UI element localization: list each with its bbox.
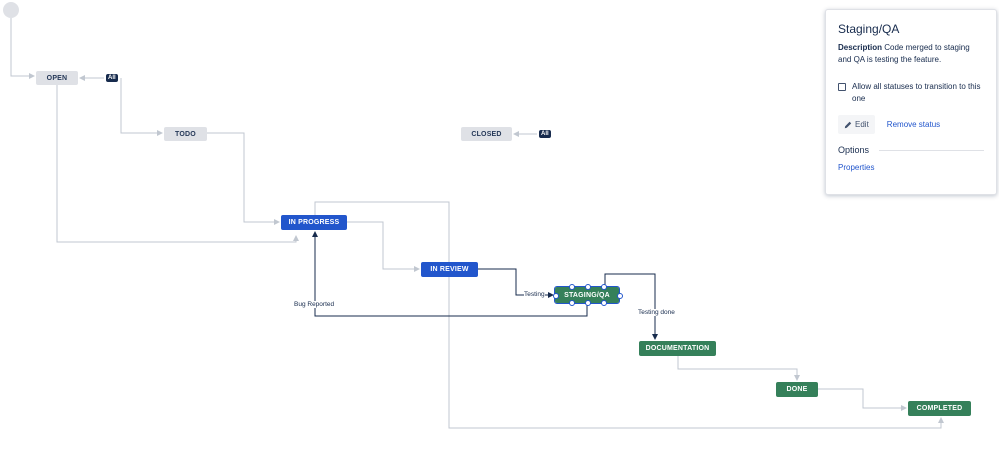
transition-label-bug-reported[interactable]: Bug Reported xyxy=(294,301,335,308)
status-todo[interactable]: TODO xyxy=(164,127,207,141)
connection-handle-top-center[interactable] xyxy=(585,284,591,290)
options-heading: Options xyxy=(838,145,870,155)
connection-handle-right[interactable] xyxy=(617,293,623,299)
connection-handle-top-right[interactable] xyxy=(601,284,607,290)
edge-documentation-done xyxy=(677,356,800,381)
edit-button-label: Edit xyxy=(855,120,869,129)
edge-todo-inprogress xyxy=(207,132,280,225)
status-closed[interactable]: CLOSED xyxy=(461,127,512,141)
edge-done-completed xyxy=(818,388,907,411)
connection-handle-top-left[interactable] xyxy=(569,284,575,290)
edge-staging-documentation xyxy=(604,273,658,340)
status-done[interactable]: DONE xyxy=(776,382,818,397)
edge-staging-inprogress xyxy=(312,231,588,317)
edge-start-open xyxy=(10,18,35,79)
status-completed[interactable]: COMPLETED xyxy=(908,401,971,416)
status-staging-qa[interactable]: STAGING/QA xyxy=(554,286,620,304)
description-label: Description xyxy=(838,43,883,52)
options-divider xyxy=(879,149,984,151)
all-transition-badge-open[interactable]: All xyxy=(106,74,118,82)
options-section-header: Options xyxy=(838,145,984,155)
edge-inprogress-completed xyxy=(314,201,944,429)
edge-open-todo xyxy=(120,78,163,136)
description-text: Code merged to staging and QA is testing… xyxy=(838,43,970,64)
start-node[interactable] xyxy=(3,2,19,18)
status-properties-panel: Staging/QA Description Code merged to st… xyxy=(825,9,997,195)
panel-title: Staging/QA xyxy=(838,22,900,36)
status-documentation[interactable]: DOCUMENTATION xyxy=(639,341,716,356)
all-transition-badge-closed[interactable]: All xyxy=(539,130,551,138)
status-open[interactable]: OPEN xyxy=(36,71,78,85)
connection-handle-bottom-right[interactable] xyxy=(601,300,607,306)
status-description: Description Code merged to staging and Q… xyxy=(838,42,984,66)
status-in-review[interactable]: IN REVIEW xyxy=(421,262,478,277)
connection-handle-bottom-left[interactable] xyxy=(569,300,575,306)
connection-handle-left[interactable] xyxy=(553,293,559,299)
allow-all-checkbox[interactable] xyxy=(838,83,846,91)
edit-button[interactable]: Edit xyxy=(838,115,875,134)
allow-all-row[interactable]: Allow all statuses to transition to this… xyxy=(838,81,984,105)
transition-label-testing[interactable]: Testing xyxy=(524,291,545,298)
properties-link[interactable]: Properties xyxy=(838,163,875,172)
allow-all-label[interactable]: Allow all statuses to transition to this… xyxy=(852,82,981,103)
remove-status-link[interactable]: Remove status xyxy=(886,120,941,129)
status-in-progress[interactable]: IN PROGRESS xyxy=(281,215,347,230)
connection-handle-bottom-center[interactable] xyxy=(585,300,591,306)
pencil-icon xyxy=(844,121,852,128)
transition-label-testing-done[interactable]: Testing done xyxy=(638,309,675,316)
edge-inprogress-inreview xyxy=(347,221,420,272)
edge-open-inprogress xyxy=(56,85,299,243)
